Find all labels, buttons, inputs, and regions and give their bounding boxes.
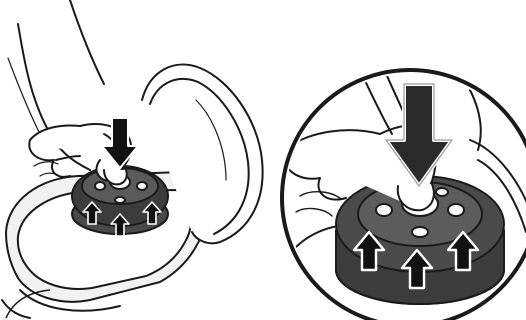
detail-panel — [282, 60, 526, 320]
overview-panel — [2, 0, 263, 318]
